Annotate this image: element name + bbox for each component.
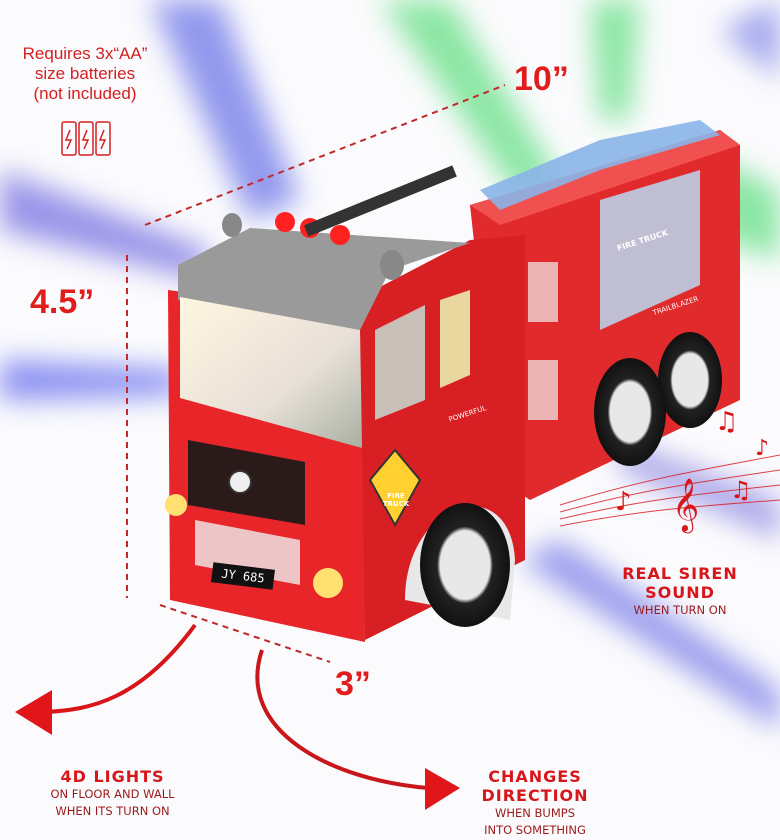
siren-title-line2: SOUND [645,583,715,602]
wheel-rear [658,332,722,428]
lights-subtitle-line1: ON FLOOR AND WALL [50,787,175,801]
siren-feature: REAL SIREN SOUND WHEN TURN ON [605,564,755,619]
direction-title-line1: CHANGES [488,767,582,786]
direction-feature: CHANGES DIRECTION WHEN BUMPS INTO SOMETH… [460,767,610,839]
battery-note-line2: size batteries [34,64,136,83]
siren-subtitle: WHEN TURN ON [633,603,727,617]
wheel-middle [594,358,666,466]
wheel-front [420,503,510,627]
ladder [480,120,720,210]
direction-title-line2: DIRECTION [481,786,589,805]
lights-subtitle-line2: WHEN ITS TURN ON [55,804,170,818]
direction-subtitle-line1: WHEN BUMPS [494,806,575,820]
width-label: 3” [335,665,371,703]
battery-note-line3: (not included) [33,84,137,103]
badge-label: FIRE TRUCK [382,492,410,508]
height-label: 4.5” [30,283,95,321]
length-dim-line [144,84,506,226]
lights-feature: 4D LIGHTS ON FLOOR AND WALL WHEN ITS TUR… [30,767,195,820]
lights-arrowhead [15,690,52,735]
siren-title-line1: REAL SIREN [622,564,738,583]
direction-arrowhead [425,768,460,810]
length-label: 10” [514,60,569,98]
windshield [180,297,362,448]
lights-arrow [44,623,197,714]
battery-note: Requires 3x“AA” size batteries (not incl… [0,44,170,104]
width-dim-line [159,604,331,663]
battery-note-line1: Requires 3x“AA” [22,44,148,63]
fire-truck-badge [368,448,422,528]
lights-title: 4D LIGHTS [60,767,165,786]
direction-arrow [255,649,429,790]
direction-subtitle-line2: INTO SOMETHING [484,823,586,837]
